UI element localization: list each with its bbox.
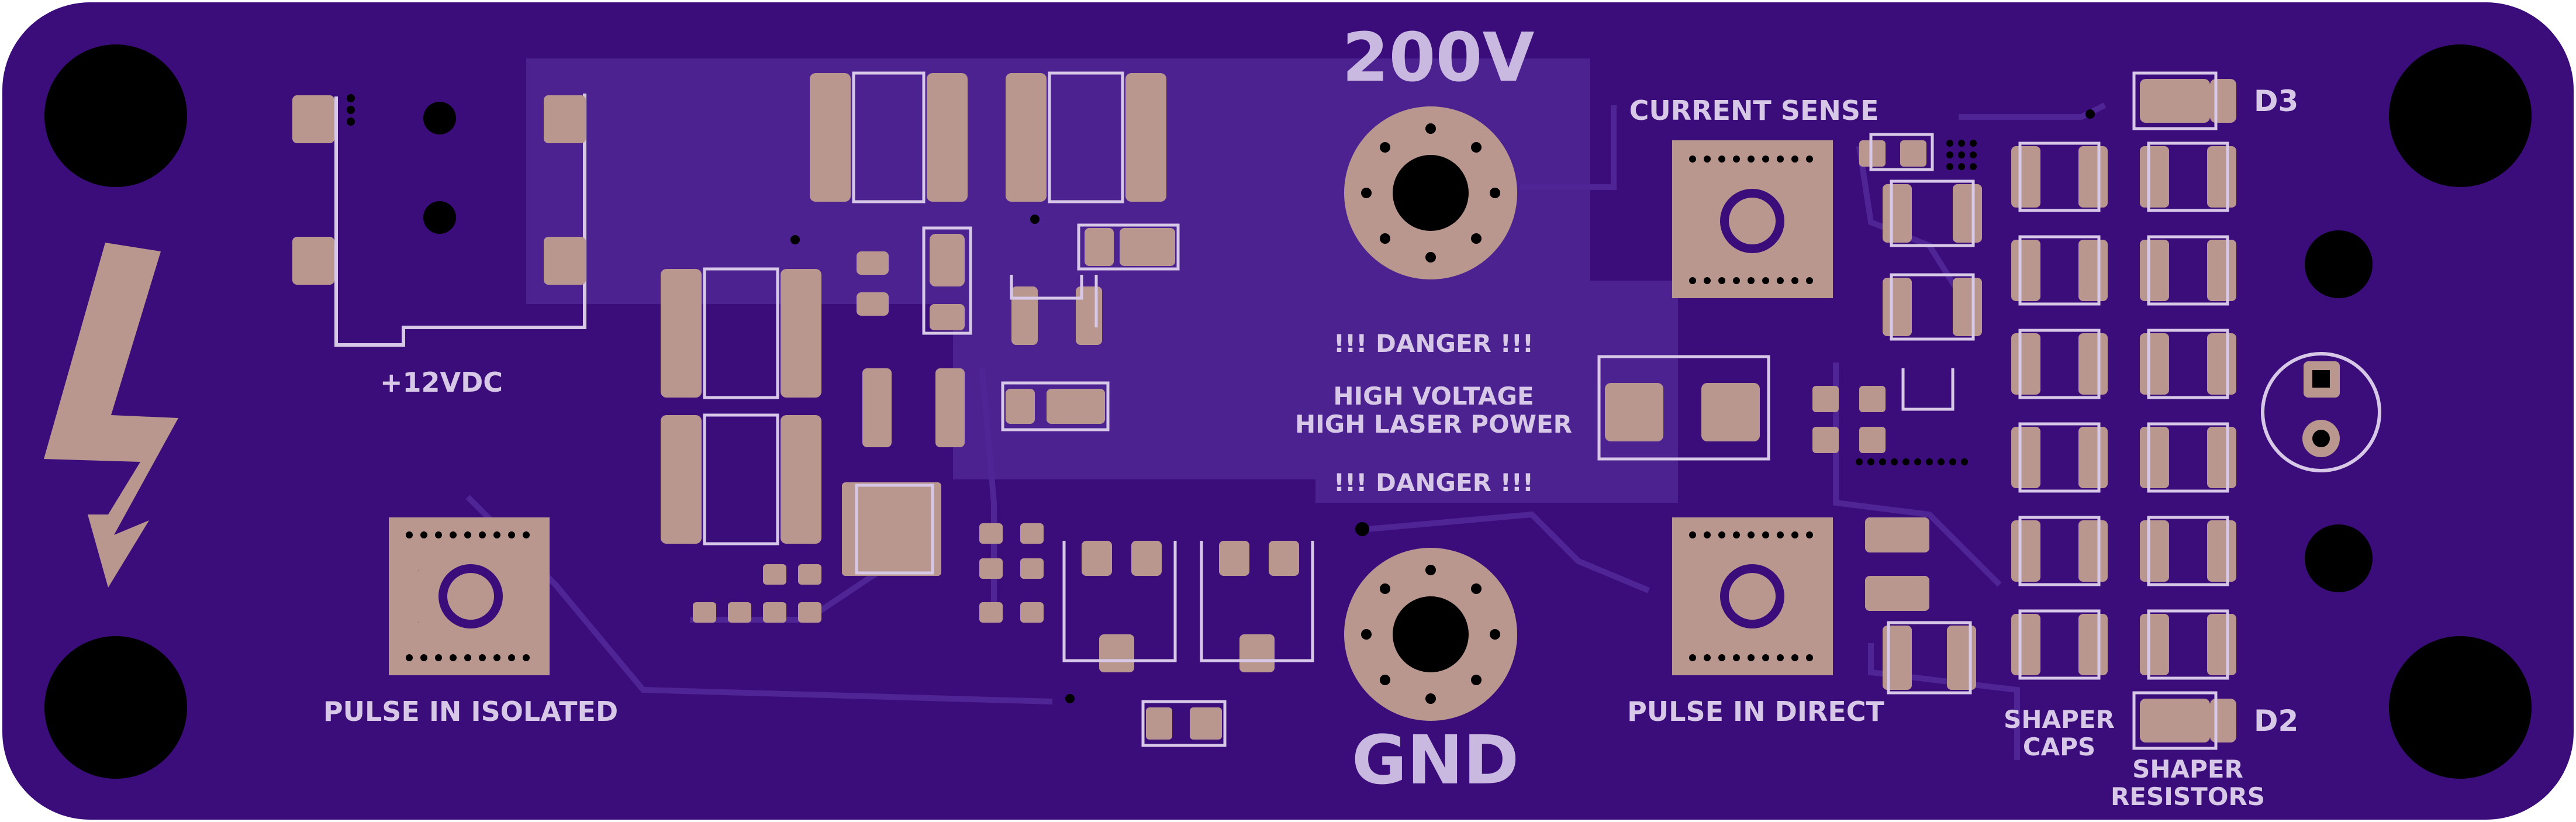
gnd-terminal [1344, 548, 1517, 721]
pulse-isolated-label: PULSE IN ISOLATED [323, 696, 618, 727]
hv-label: 200V [1342, 19, 1534, 97]
dc-power-jack [292, 94, 586, 347]
mounting-hole [2305, 230, 2373, 298]
shaper-caps-line1: SHAPER [2004, 705, 2115, 734]
warning-line2-label: HIGH LASER POWER [1295, 410, 1572, 438]
inductor-outlines [703, 71, 1124, 545]
sma-connector-current-sense [1672, 140, 1833, 298]
laser-diode-footprint [1597, 355, 1770, 461]
mounting-hole [44, 44, 187, 187]
mounting-hole [2305, 524, 2373, 592]
sma-connector-isolated [389, 517, 550, 675]
laser-socket [2261, 352, 2381, 472]
gnd-label: GND [1352, 721, 1519, 800]
d2-label: D2 [2254, 704, 2298, 738]
mounting-hole [44, 636, 187, 779]
current-sense-label: CURRENT SENSE [1629, 95, 1879, 126]
sma-connector-direct [1672, 517, 1833, 675]
danger-bottom-label: !!! DANGER !!! [1334, 468, 1534, 497]
power-inductors [661, 73, 1166, 544]
vias-right [790, 109, 2095, 703]
power-label: +12VDC [380, 367, 503, 398]
ic-outlines-right [1869, 71, 2218, 750]
shaper-outlines [2018, 141, 2229, 680]
shaper-caps-line2: CAPS [2023, 733, 2095, 761]
danger-top-label: !!! DANGER !!! [1334, 329, 1534, 358]
pulse-direct-label: PULSE IN DIRECT [1627, 696, 1884, 727]
shaper-resistors-line2: RESISTORS [2111, 782, 2265, 811]
smd-components-left [693, 228, 1299, 740]
hv-terminal [1344, 106, 1517, 279]
shaper-resistors-line1: SHAPER [2132, 755, 2243, 783]
mounting-holes [44, 44, 2532, 779]
mounting-hole [2389, 44, 2532, 187]
warning-line1-label: HIGH VOLTAGE [1333, 382, 1534, 410]
mounting-hole [2389, 636, 2532, 779]
silkscreen-labels: 200V GND CURRENT SENSE D3 D2 +12VDC !!! … [323, 19, 2298, 811]
lightning-bolt-icon [44, 243, 178, 588]
d3-label: D3 [2254, 84, 2298, 118]
ic-outlines-left [855, 223, 1314, 747]
